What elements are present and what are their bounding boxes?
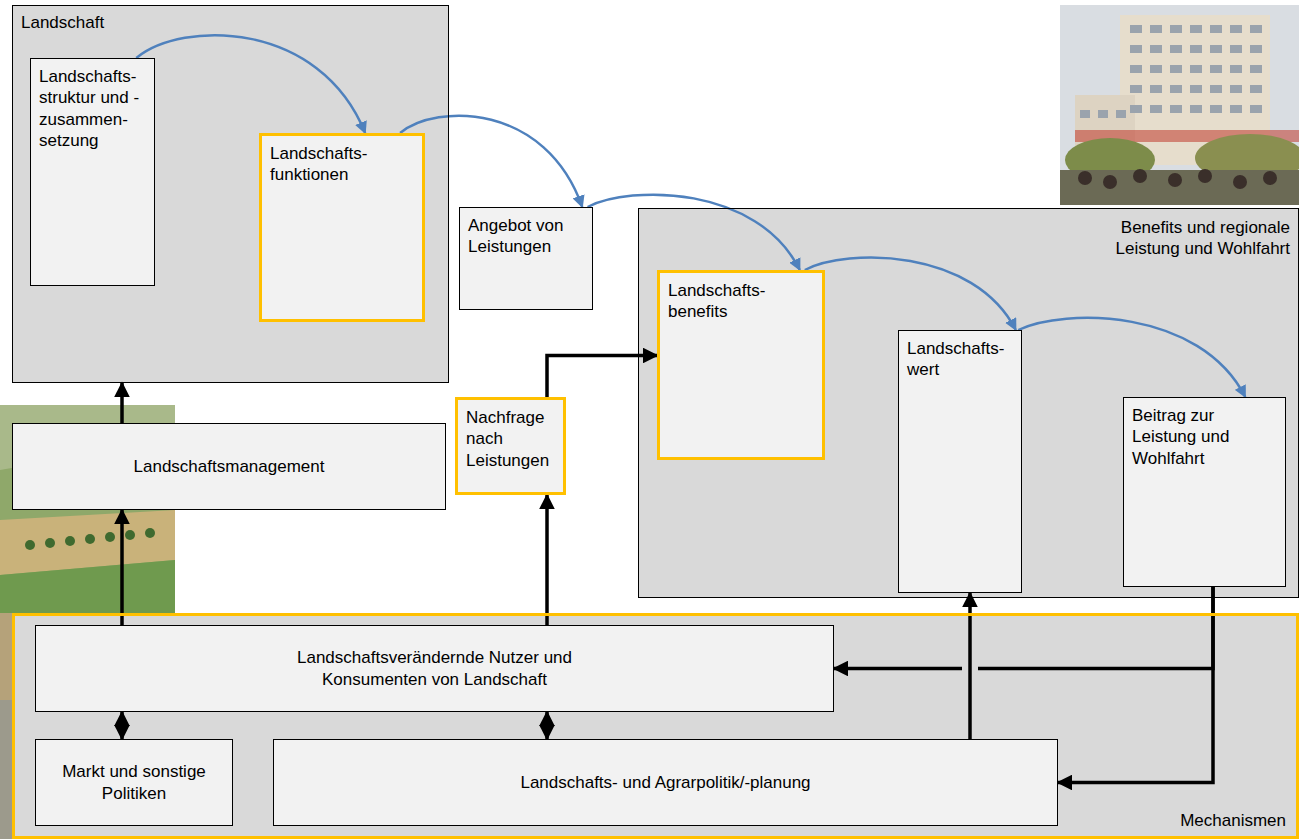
panel-ground: [12, 5, 449, 383]
process-box: Landschafts- und Agrarpolitik/-planung: [273, 739, 1058, 826]
connector-arrow: [545, 495, 549, 625]
flow-arrow: [1018, 318, 1245, 397]
box-label: Nachfrage nach Leistungen: [466, 407, 555, 471]
panel-heading: Benefits und regionale Leistung und Wohl…: [1075, 217, 1290, 260]
flow-arrow: [588, 195, 800, 270]
box-label: Landschafts- benefits: [668, 280, 788, 323]
connector-arrow: [120, 712, 124, 739]
process-box: Landschaftsmanagement: [12, 423, 446, 510]
connector-arrow: [120, 510, 124, 625]
connector-arrow: [1058, 587, 1213, 783]
box-label: Markt und sonstige Politiken: [44, 761, 224, 804]
process-box: Landschaftsverändernde Nutzer und Konsum…: [35, 625, 834, 712]
box-label: Landschafts- und Agrarpolitik/-planung: [520, 772, 810, 793]
panel-ground: [638, 208, 1299, 598]
connector-arrow: [545, 712, 549, 739]
process-box: Landschafts- funktionen: [259, 133, 425, 322]
group-panel: Mechanismen Landschaftsverändernde Nutzer…: [12, 613, 1299, 839]
group-panel: LandschaftLandschafts- struktur und -zus…: [12, 5, 449, 383]
box-label: Landschaftsverändernde Nutzer und Konsum…: [270, 647, 600, 690]
process-box: Landschafts- struktur und -zusammen- set…: [30, 58, 155, 286]
flow-arrow: [136, 35, 365, 133]
process-box: Nachfrage nach Leistungen: [455, 397, 566, 495]
city-photo: [1060, 5, 1299, 205]
connector-arrow: [547, 356, 657, 398]
process-box: Markt und sonstige Politiken: [35, 739, 233, 826]
connector-arrow: [834, 587, 1213, 669]
box-label: Beitrag zur Leistung und Wohlfahrt: [1132, 405, 1277, 469]
box-label: Landschafts- wert: [907, 338, 1013, 381]
connector-arrow: [120, 383, 124, 423]
panel-heading: Landschaft: [21, 12, 104, 33]
panel-ground: [12, 613, 1299, 839]
process-box: Landschafts- wert: [898, 330, 1022, 593]
box-label: Landschaftsmanagement: [134, 456, 325, 477]
group-panel: Benefits und regionale Leistung und Wohl…: [638, 208, 1299, 598]
flow-arrow: [400, 116, 582, 207]
panel-heading: Mechanismen: [1180, 810, 1286, 831]
process-box: Landschafts- benefits: [657, 270, 825, 460]
box-label: Landschafts- funktionen: [270, 143, 414, 186]
box-label: Landschafts- struktur und -zusammen- set…: [39, 66, 146, 151]
process-box: Angebot von Leistungen: [459, 207, 593, 310]
flow-arrow: [805, 258, 1016, 330]
process-box: Beitrag zur Leistung und Wohlfahrt: [1123, 397, 1286, 587]
box-label: Angebot von Leistungen: [468, 215, 584, 258]
